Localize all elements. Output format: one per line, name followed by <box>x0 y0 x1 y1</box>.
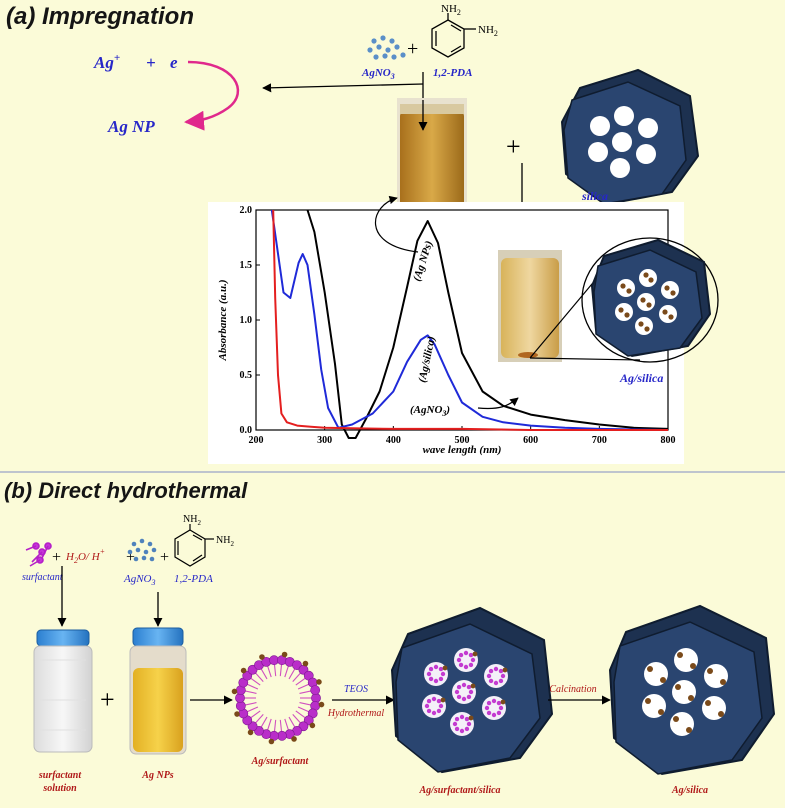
chart-ticks: 200 300 400 500 600 700 800 0.0 0.5 1.0 1.5 2.0 <box>240 205 676 446</box>
series-line-2 <box>272 209 668 431</box>
ag-silica-label-a: Ag/silica <box>619 371 663 385</box>
series-line-1 <box>270 209 669 431</box>
ag-surfactant-silica-icon <box>390 606 554 774</box>
surfactant-icon <box>25 542 52 567</box>
section-a-title: (a) Impregnation <box>6 3 194 30</box>
calcination-label: Calcination <box>549 684 596 695</box>
micelle-label: Ag/surfactant <box>251 756 310 767</box>
tube-2-label: Ag NPs <box>141 770 174 781</box>
ag-silica-rods-icon <box>590 238 712 358</box>
teos-label: TEOS <box>344 684 368 695</box>
ag-np-label: Ag NP <box>107 117 155 136</box>
arrow-to-reaction <box>262 83 424 93</box>
reaction-plus: + <box>146 53 156 72</box>
ag-silica-tube <box>498 250 562 362</box>
x-tick-label: 200 <box>249 435 264 446</box>
y-tick-label: 0.5 <box>240 370 253 381</box>
acid-label: H2O/ H+ <box>65 547 105 565</box>
x-tick-label: 300 <box>317 435 332 446</box>
x-tick-label: 400 <box>386 435 401 446</box>
nh2-right-label-b: NH2 <box>216 535 234 548</box>
micelle-icon <box>231 651 325 745</box>
zoom-line-2 <box>529 357 641 361</box>
chart-lines <box>270 209 669 439</box>
zoom-circle <box>581 237 719 363</box>
tube-1-label-line-1: surfactant <box>38 770 82 781</box>
x-tick-label: 800 <box>661 435 676 446</box>
nh2-top-label-b: NH2 <box>183 514 201 527</box>
composite-label: Ag/surfactant/silica <box>418 785 500 796</box>
nh2-top-label: NH2 <box>441 3 461 17</box>
silica-plus: + <box>506 132 521 161</box>
y-tick-label: 2.0 <box>240 205 253 216</box>
silica-label: silica <box>581 189 608 203</box>
nh2-right-label: NH2 <box>478 24 498 38</box>
reagent-plus-b: + <box>160 549 169 566</box>
hydrothermal-label: Hydrothermal <box>327 708 385 719</box>
ag-ion-label: Ag+ <box>93 52 120 72</box>
silica-rods-icon <box>560 68 700 206</box>
series-label-agno3: (AgNO3) <box>410 404 450 418</box>
uv-vis-chart: 200 300 400 500 600 700 800 0.0 0.5 1.0 1.5 2.0 wav… <box>208 202 684 464</box>
agno3-label: AgNO3 <box>361 67 395 81</box>
reduction-arrow <box>184 60 240 131</box>
zoom-line-1 <box>529 271 603 359</box>
acid-plus: + <box>126 549 135 566</box>
y-tick-label: 0.0 <box>240 425 253 436</box>
arrow-peak-to-vial <box>375 195 419 253</box>
surfactant-solution-tube <box>33 629 93 753</box>
x-tick-label: 600 <box>523 435 538 446</box>
ag-nps-vial <box>397 98 467 210</box>
agno3-dots-icon-b <box>127 538 157 562</box>
x-tick-label: 500 <box>455 435 470 446</box>
y-tick-label: 1.5 <box>240 260 253 271</box>
section-b-title: (b) Direct hydrothermal <box>4 478 248 503</box>
surfactant-plus: + <box>52 549 61 566</box>
pda-label: 1,2-PDA <box>433 67 472 79</box>
chart-xlabel: wave length (nm) <box>423 444 502 456</box>
electron-label: e <box>170 53 178 72</box>
x-tick-label: 700 <box>592 435 607 446</box>
pda-structure-icon <box>431 13 476 58</box>
surfactant-label: surfactant <box>22 572 63 583</box>
agno3-label-b: AgNO3 <box>123 573 156 587</box>
pda-label-b: 1,2-PDA <box>174 573 213 585</box>
pda-structure-icon-b <box>174 524 214 567</box>
ag-nps-tube <box>129 627 187 755</box>
tubes-plus: + <box>100 685 115 714</box>
y-tick-label: 1.0 <box>240 315 253 326</box>
tube-1-label-line-2: solution <box>42 783 77 794</box>
reagent-plus: + <box>407 38 418 60</box>
chart-ylabel: Absorbance (a.u.) <box>217 280 229 362</box>
arrow-agno3-to-tube <box>477 397 519 410</box>
final-label: Ag/silica <box>671 785 708 796</box>
agno3-dots-icon <box>367 35 406 60</box>
reduction-reaction: Ag+ + e Ag NP <box>93 52 240 136</box>
series-line-0 <box>306 209 669 439</box>
final-ag-silica-icon <box>608 604 776 776</box>
